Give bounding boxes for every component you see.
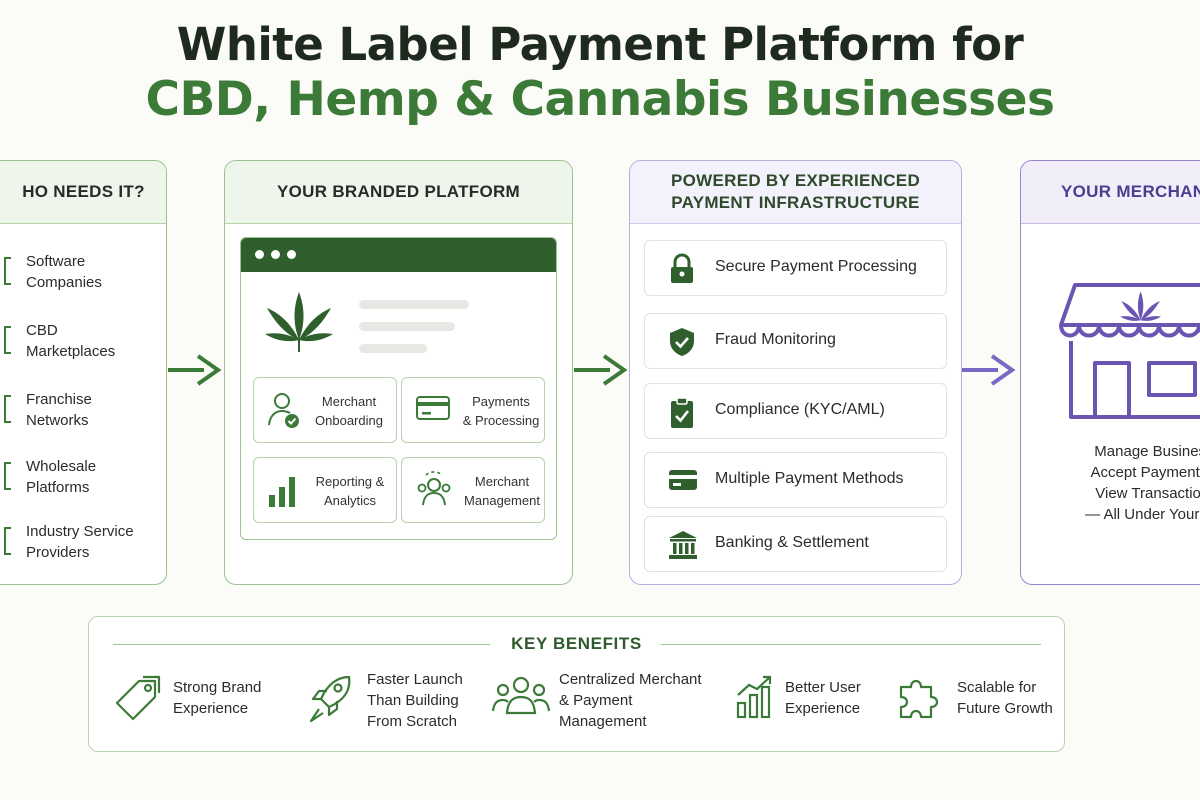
branded-platform-panel: YOUR BRANDED PLATFORM Mer [224, 160, 573, 585]
bar-chart-icon [269, 477, 295, 507]
arrow-right-icon [168, 354, 222, 386]
user-check-icon [268, 393, 299, 428]
tile-payments-processing: Payments& Processing [401, 377, 545, 443]
growth-chart-icon [736, 675, 772, 719]
key-benefits-heading: KEY BENEFITS [511, 634, 642, 653]
bracket-icon [4, 257, 11, 285]
arrow-right-icon [574, 354, 628, 386]
bracket-icon [4, 462, 11, 490]
puzzle-piece-icon [899, 679, 939, 719]
infra-item-fraud-monitoring: Fraud Monitoring [644, 313, 947, 369]
bracket-icon [4, 395, 11, 423]
credit-card-icon [416, 396, 450, 420]
clipboard-check-icon [671, 397, 693, 428]
infra-item-banking: Banking & Settlement [644, 516, 947, 572]
lock-icon [671, 253, 693, 283]
storefront-icon [1059, 283, 1200, 419]
your-merchant-panel: YOUR MERCHANT Manage Business, Accept Pa… [1020, 160, 1200, 585]
infra-item-secure-processing: Secure Payment Processing [644, 240, 947, 296]
bank-icon [669, 531, 697, 559]
your-merchant-heading: YOUR MERCHANT [1021, 161, 1200, 224]
bracket-icon [4, 326, 11, 354]
tile-reporting-analytics: Reporting &Analytics [253, 457, 397, 523]
who-needs-it-heading: HO NEEDS IT? [0, 161, 166, 224]
branded-platform-heading: YOUR BRANDED PLATFORM [225, 161, 572, 224]
infra-item-payment-methods: Multiple Payment Methods [644, 452, 947, 508]
credit-card-icon [669, 470, 697, 490]
users-group-icon [491, 676, 551, 715]
browser-title-bar [241, 238, 556, 272]
price-tag-icon [115, 675, 161, 721]
title-line-1: White Label Payment Platform for [176, 18, 1024, 71]
arrow-right-icon [962, 354, 1016, 386]
cannabis-leaf-icon [265, 292, 333, 352]
merchant-description: Manage Business, Accept Payments & View … [1085, 443, 1200, 523]
infra-item-compliance: Compliance (KYC/AML) [644, 383, 947, 439]
title-line-2: CBD, Hemp & Cannabis Businesses [145, 72, 1055, 127]
rocket-icon [309, 675, 351, 723]
users-icon [417, 471, 451, 506]
shield-check-icon [670, 328, 694, 356]
bracket-icon [4, 527, 11, 555]
